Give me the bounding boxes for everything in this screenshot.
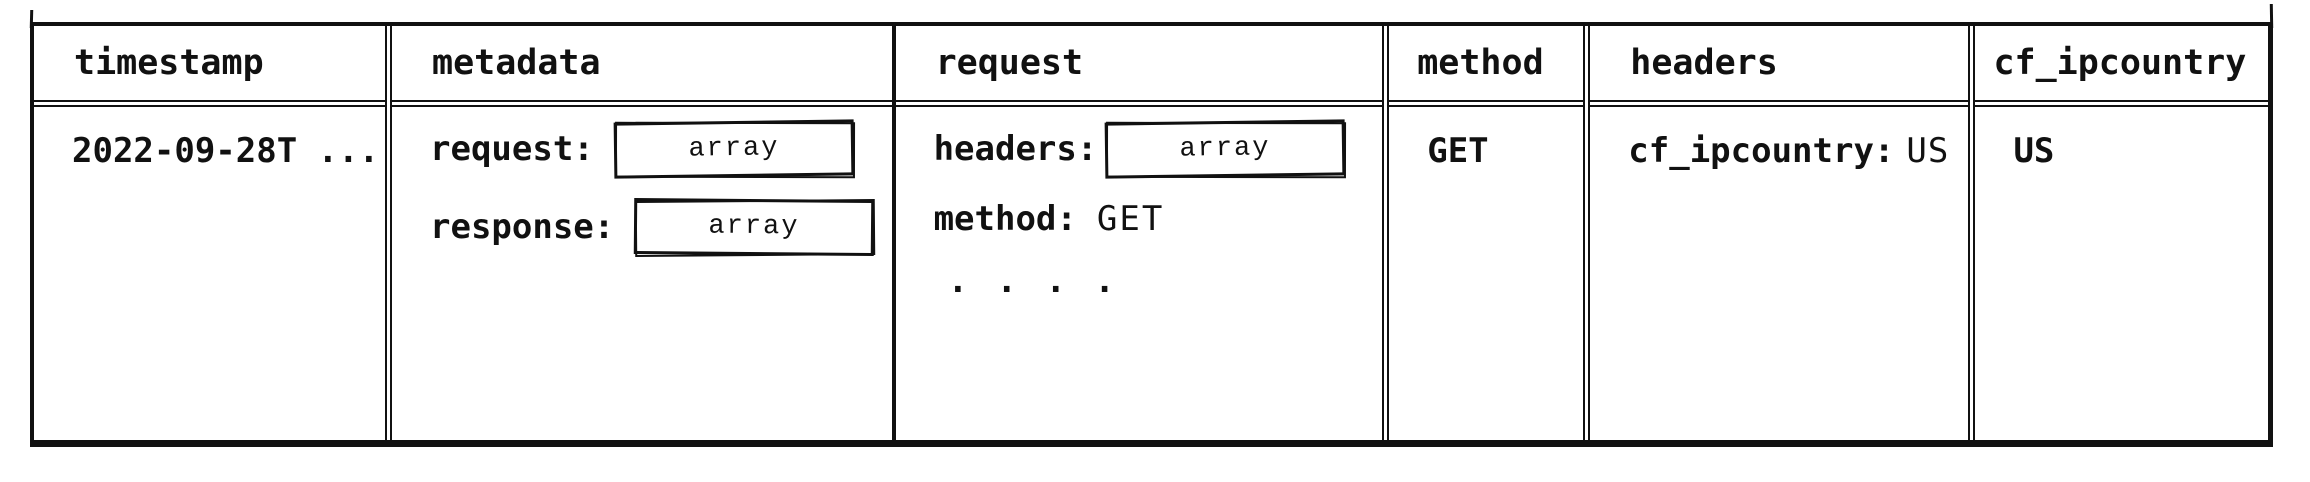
header-label: cf_ipcountry bbox=[1993, 43, 2247, 83]
header-label: metadata bbox=[432, 43, 601, 83]
array-box: array bbox=[613, 119, 855, 179]
field-key: response: bbox=[430, 207, 615, 247]
array-box-label: array bbox=[1179, 133, 1272, 165]
cell-metadata: request: array response: array bbox=[392, 107, 892, 440]
cell-timestamp: 2022-09-28T ... bbox=[34, 107, 385, 440]
column-cf-ipcountry: cf_ipcountry US bbox=[1968, 26, 2269, 440]
field-key: request: bbox=[430, 129, 594, 169]
column-header-timestamp: timestamp bbox=[34, 26, 385, 107]
field-value: GET bbox=[1096, 199, 1165, 239]
column-header-metadata: metadata bbox=[392, 26, 892, 107]
cf-ipcountry-value: US bbox=[2013, 131, 2055, 171]
field-headers: headers: array bbox=[933, 119, 1373, 179]
ellipsis-dots: . . . . bbox=[947, 261, 1119, 301]
column-method: method GET bbox=[1382, 26, 1584, 440]
cell-method: GET bbox=[1389, 107, 1583, 440]
array-box: array bbox=[633, 197, 875, 257]
headers-value: US bbox=[1906, 131, 1950, 171]
timestamp-value: 2022-09-28T ... bbox=[72, 131, 380, 171]
column-headers: headers cf_ipcountry: US bbox=[1583, 26, 1969, 440]
method-value: GET bbox=[1427, 131, 1489, 171]
column-metadata: metadata request: array response: array bbox=[385, 26, 892, 440]
array-box-label: array bbox=[688, 133, 780, 165]
sketch-table: timestamp 2022-09-28T ... metadata reque… bbox=[30, 22, 2273, 447]
column-header-method: method bbox=[1389, 26, 1584, 107]
field-response: response: array bbox=[430, 197, 882, 257]
header-label: method bbox=[1417, 43, 1544, 83]
header-label: headers bbox=[1630, 43, 1778, 83]
array-box-label: array bbox=[708, 211, 800, 243]
headers-key: cf_ipcountry: bbox=[1628, 131, 1895, 171]
column-header-headers: headers bbox=[1590, 26, 1969, 107]
column-timestamp: timestamp 2022-09-28T ... bbox=[34, 26, 385, 440]
column-header-request: request bbox=[895, 26, 1383, 107]
array-box: array bbox=[1104, 119, 1346, 179]
field-request: request: array bbox=[430, 119, 882, 179]
field-method: method: GET bbox=[934, 199, 1373, 239]
cell-request: headers: array method: GET . . . . bbox=[896, 107, 1383, 440]
field-key: method: bbox=[933, 199, 1077, 239]
column-request: request headers: array method: GET . . .… bbox=[891, 26, 1383, 440]
column-header-cf-ipcountry: cf_ipcountry bbox=[1975, 26, 2269, 107]
field-key: headers: bbox=[933, 129, 1098, 169]
cell-headers: cf_ipcountry: US bbox=[1590, 107, 1968, 440]
header-label: timestamp bbox=[74, 43, 264, 83]
header-label: request bbox=[935, 43, 1084, 83]
cell-cf-ipcountry: US bbox=[1975, 107, 2268, 440]
